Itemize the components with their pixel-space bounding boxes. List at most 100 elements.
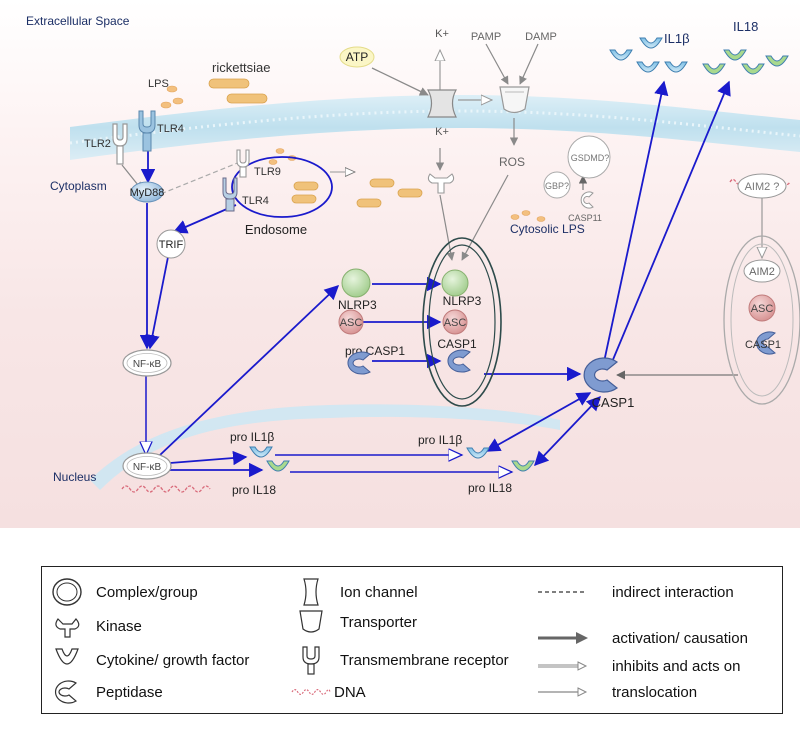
rickettsiae-label: rickettsiae: [212, 60, 271, 75]
nlrp3-complex-node: [441, 269, 469, 297]
nlrp3-left-label: NLRP3: [338, 298, 377, 312]
casp1-aim2-icon: [756, 331, 776, 355]
pro-il18-left-label: pro IL18: [232, 483, 276, 497]
asc-complex-label: ASC: [444, 317, 467, 329]
aim2-complex-outer: [723, 235, 800, 405]
legend-kinase-label: Kinase: [96, 617, 142, 635]
atp-label: ATP: [346, 50, 368, 64]
peptidase-icon: [48, 677, 86, 707]
il18-label: IL18: [733, 19, 758, 34]
nfkb-cytoplasm-inner: [126, 353, 168, 373]
region-nucleus: Nucleus: [53, 470, 96, 484]
nfkb-nucleus-inner: [126, 456, 168, 476]
legend-activation-label: activation/ causation: [612, 629, 748, 647]
legend-inhibits: inhibits and acts on: [536, 651, 740, 681]
cytokine-icon: [48, 645, 86, 675]
edge-nfkb-nlrp3: [159, 285, 340, 456]
activation-arrow-icon: [536, 623, 588, 653]
pro-il1b-right-icon: [466, 447, 490, 459]
il18-cytokine-icons: [702, 49, 789, 75]
inflammasome-complex-inner: [428, 244, 496, 400]
lps-label: LPS: [148, 78, 169, 90]
casp1-main-icon: [583, 357, 618, 393]
tlr2-receptor-icon: [112, 123, 128, 165]
myd88-label: MyD88: [130, 187, 165, 199]
nfkb-cytoplasm-label: NF-κB: [133, 359, 162, 370]
legend-kinase: Kinase: [48, 611, 142, 641]
pamp-label: PAMP: [471, 31, 501, 43]
trif-label: TRIF: [159, 239, 184, 251]
pro-il1b-left-icon: [249, 446, 273, 458]
legend-receptor: Transmembrane receptor: [292, 645, 509, 675]
gbp-node: [543, 171, 571, 199]
edge-casp1-il18: [611, 80, 731, 363]
tlr4-endosome-receptor-icon: [222, 177, 238, 212]
legend-cytokine: Cytokine/ growth factor: [48, 645, 249, 675]
aim2-question-node: [737, 173, 787, 199]
aim2-node: [743, 259, 781, 283]
aim2-question-label: AIM2 ?: [745, 181, 780, 193]
kinase-icon: [48, 611, 86, 641]
edge-tlr9-myd88-indirect: [162, 161, 241, 194]
edge-atp-k: [371, 67, 429, 96]
legend-indirect: indirect interaction: [536, 577, 734, 607]
rickettsiae-icon: [208, 78, 423, 208]
inhibits-arrow-icon: [536, 651, 588, 681]
region-extracellular: Extracellular Space: [26, 14, 130, 28]
diagram-background: [0, 0, 800, 528]
asc-left-node: [338, 309, 364, 335]
trif-node: [156, 229, 186, 259]
myd88-node: [130, 181, 164, 203]
inflammasome-complex-outer: [422, 237, 502, 407]
legend-inhibits-label: inhibits and acts on: [612, 657, 741, 675]
il1b-label: IL1β: [664, 31, 690, 46]
legend-ion-channel-label: Ion channel: [340, 583, 418, 601]
asc-aim2-label: ASC: [751, 303, 774, 315]
cell-membrane-texture: [69, 109, 800, 145]
k-extracellular-label: K+: [435, 28, 449, 40]
ros-label: ROS: [499, 155, 525, 169]
casp1-complex-icon: [447, 349, 471, 373]
tlr2-label: TLR2: [84, 138, 111, 150]
aim2-label: AIM2: [749, 266, 775, 278]
legend-transporter-label: Transporter: [340, 613, 417, 631]
k-sensor-icon: [427, 173, 455, 194]
endosome-label: Endosome: [245, 222, 307, 237]
asc-complex-node: [442, 309, 468, 335]
pro-il18-right-label: pro IL18: [468, 481, 512, 495]
legend-translocation: translocation: [536, 677, 697, 707]
nucleus-dna-icon: [121, 485, 211, 493]
transporter-icon: [292, 607, 330, 637]
casp1-aim2-label: CASP1: [745, 339, 781, 351]
tlr9-label: TLR9: [254, 166, 281, 178]
tlr4-endosome-label: TLR4: [242, 195, 269, 207]
pro-il18-right-icon: [511, 460, 535, 472]
legend-cytokine-label: Cytokine/ growth factor: [96, 651, 250, 669]
edge-proil18-casp1: [534, 395, 601, 467]
edge-nfkb-proil1b: [169, 450, 248, 466]
casp1-main-label: CASP1: [592, 395, 635, 410]
tlr4-receptor-icon: [138, 110, 156, 152]
edge-pamp-transporter: [485, 43, 509, 85]
nlrp3-left-node: [341, 268, 371, 298]
asc-left-label: ASC: [340, 317, 363, 329]
edge-damp-transporter: [519, 43, 539, 85]
pro-il18-left-icon: [266, 460, 290, 472]
legend-dna-label: DNA: [334, 683, 366, 701]
receptor-icon: [292, 645, 330, 675]
edge-trif-nfkb: [145, 256, 169, 350]
casp1-complex-label: CASP1: [437, 337, 477, 351]
nlrp3-complex-label: NLRP3: [443, 294, 482, 308]
edge-ros-nlrp3: [461, 174, 509, 261]
legend-transporter: Transporter: [292, 607, 417, 637]
legend-ion-channel: Ion channel: [292, 577, 418, 607]
legend-complex-label: Complex/group: [96, 583, 198, 601]
cytosolic-lps-label: Cytosolic LPS: [510, 222, 585, 236]
edge-casp1-il1b: [603, 80, 669, 363]
nfkb-nucleus-label: NF-κB: [133, 462, 162, 473]
gsdmd-node: [567, 135, 611, 179]
cell-membrane: [70, 95, 800, 160]
legend-translocation-label: translocation: [612, 683, 698, 701]
lps-dots: [160, 85, 546, 222]
